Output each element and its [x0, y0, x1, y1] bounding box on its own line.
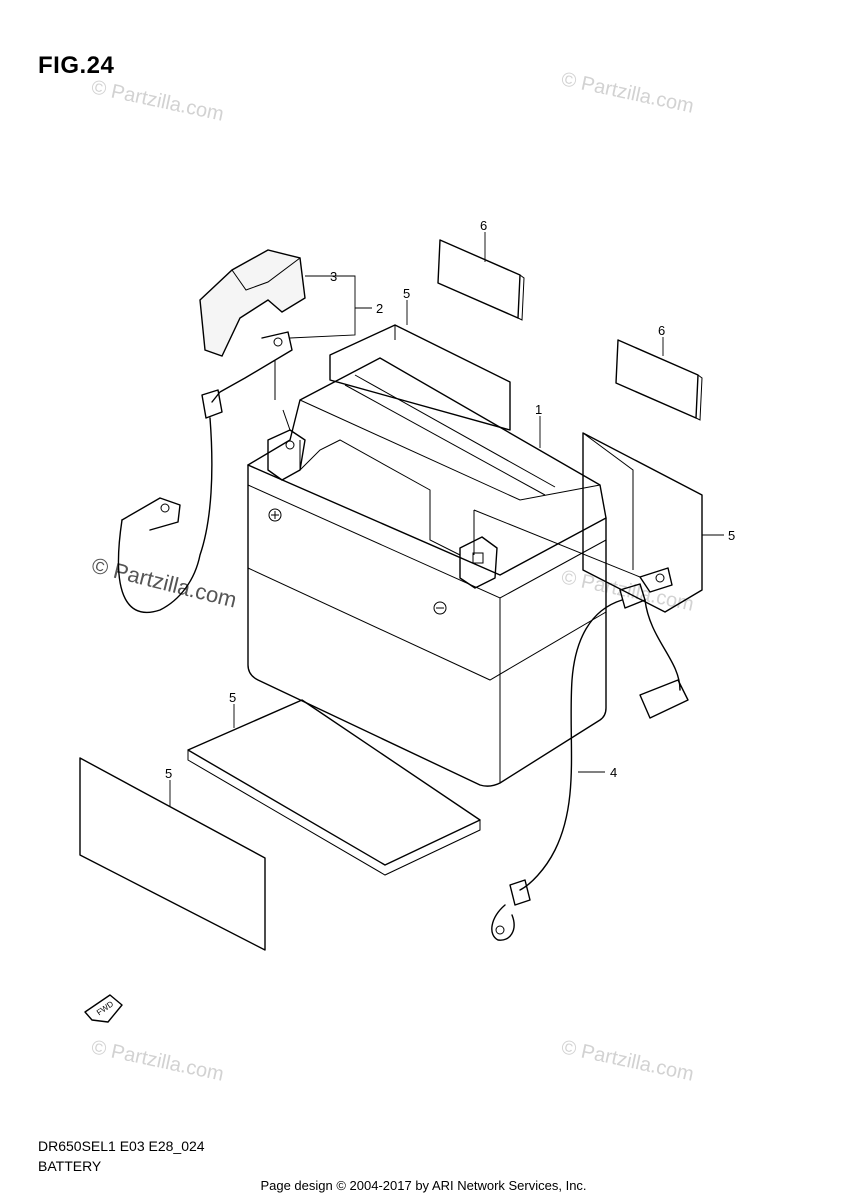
footer-copyright: Page design © 2004-2017 by ARI Network S…: [260, 1178, 587, 1193]
callout-3: 3: [330, 269, 337, 284]
fwd-arrow-icon: FWD: [84, 994, 123, 1023]
callout-6-upper: 6: [480, 218, 487, 233]
part-6-label-right[interactable]: [615, 339, 703, 421]
callout-6-right: 6: [658, 323, 665, 338]
part-5-pad-front[interactable]: [79, 757, 266, 951]
part-1-battery[interactable]: [247, 357, 607, 787]
part-5-pad-bottom[interactable]: [187, 699, 481, 876]
part-4-negative-lead[interactable]: [473, 509, 689, 941]
callout-line-3: [289, 275, 356, 339]
callout-5-bottom: 5: [229, 690, 236, 705]
callout-1: 1: [535, 402, 542, 417]
callout-5-right: 5: [728, 528, 735, 543]
figure-title: FIG.24: [38, 52, 115, 79]
part-2-positive-lead[interactable]: [117, 331, 293, 614]
callout-5-back: 5: [403, 286, 410, 301]
part-5-pad-back[interactable]: [329, 324, 511, 431]
part-3-terminal-cover[interactable]: [199, 249, 306, 357]
callout-4: 4: [610, 765, 617, 780]
callout-5-front: 5: [165, 766, 172, 781]
part-6-label-upper[interactable]: [437, 239, 525, 321]
model-code: DR650SEL1 E03 E28_024: [38, 1138, 205, 1154]
callout-2: 2: [376, 301, 383, 316]
part-5-pad-right[interactable]: [582, 432, 703, 613]
section-name: BATTERY: [38, 1158, 102, 1174]
